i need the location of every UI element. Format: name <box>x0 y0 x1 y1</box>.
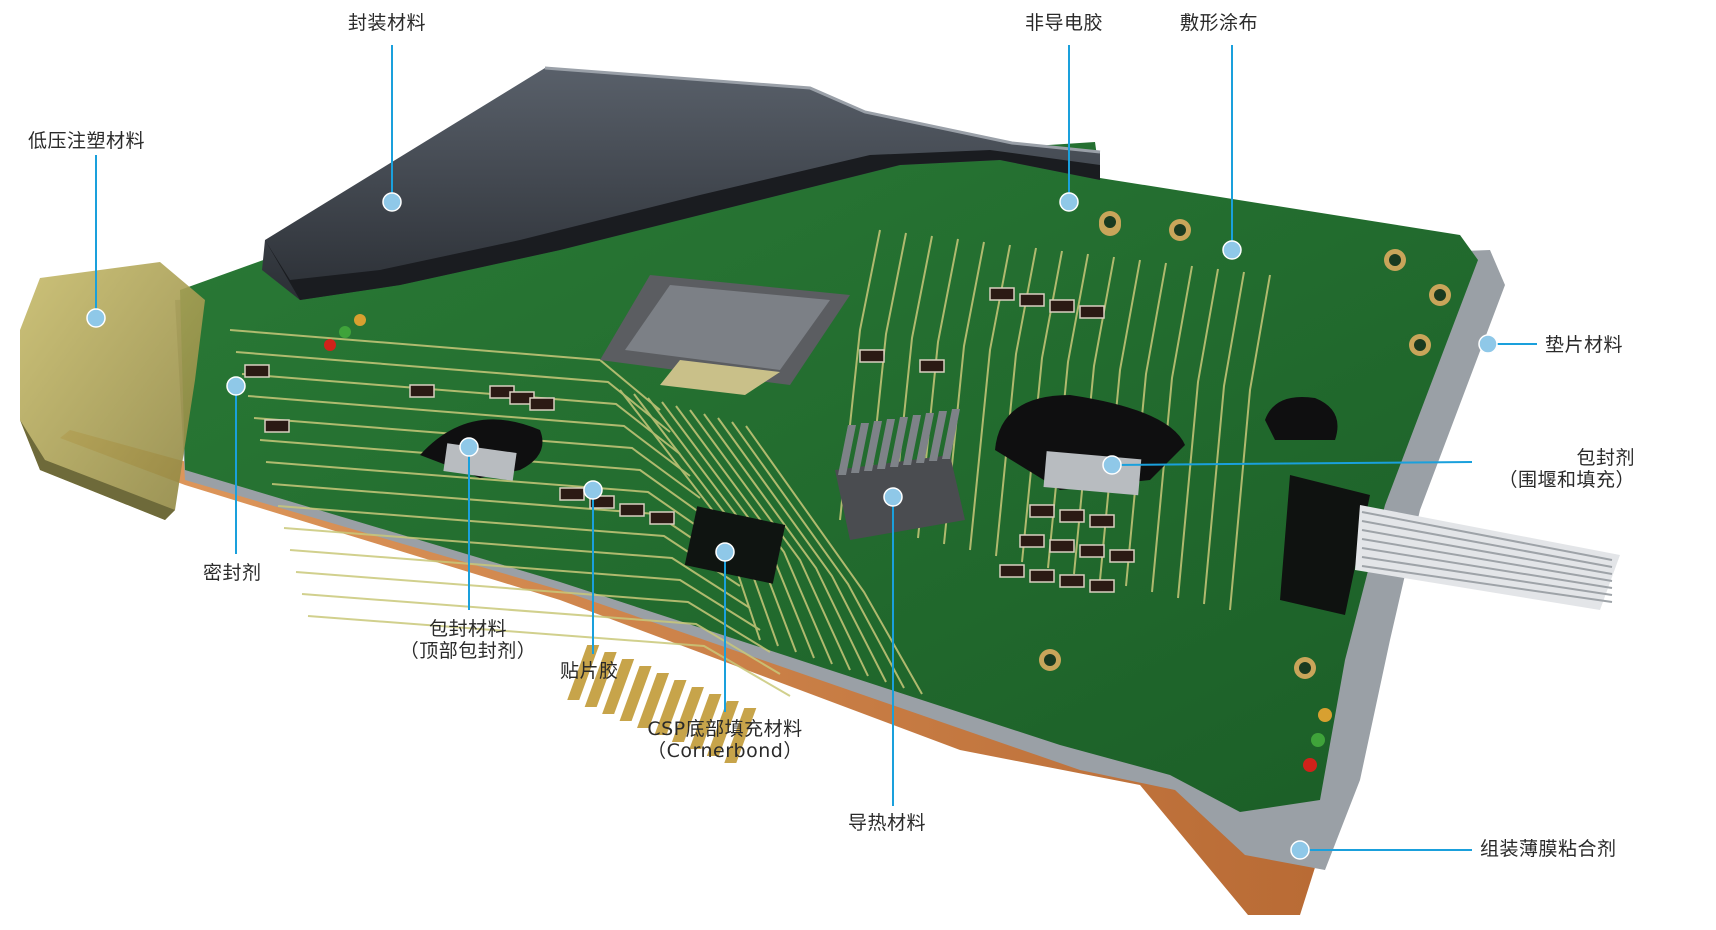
label-csp-underfill-sub: （Cornerbond） <box>647 740 803 762</box>
label-gasket: 垫片材料 <box>1545 334 1624 356</box>
pcb-board <box>180 142 1478 812</box>
label-non-conductive: 非导电胶 <box>1025 12 1104 34</box>
glob-top-small <box>1265 396 1338 440</box>
label-film-adhesive: 组装薄膜粘合剂 <box>1480 838 1617 860</box>
label-thermal: 导热材料 <box>848 812 927 834</box>
ribbon-connector <box>1280 475 1370 615</box>
label-glob-top: 包封材料 （顶部包封剂） <box>388 618 548 662</box>
label-encapsulation: 封装材料 <box>348 12 427 34</box>
label-glob-top-sub: （顶部包封剂） <box>399 640 537 662</box>
label-low-pressure: 低压注塑材料 <box>28 130 146 152</box>
label-dam-fill-main: 包封剂 <box>1576 447 1635 469</box>
label-smd-adhesive: 贴片胶 <box>560 660 619 682</box>
label-glob-top-main: 包封材料 <box>428 618 507 640</box>
label-csp-underfill-main: CSP底部填充材料 <box>647 718 803 740</box>
label-dam-fill: 包封剂 （围堰和填充） <box>1480 447 1635 491</box>
label-dispense: 敷形涂布 <box>1180 12 1259 34</box>
bga-chip <box>600 275 850 395</box>
components <box>244 211 1451 772</box>
leader-lines <box>95 45 1537 851</box>
label-sealant: 密封剂 <box>203 562 262 584</box>
edge-fingers <box>567 645 757 763</box>
label-csp-underfill: CSP底部填充材料 （Cornerbond） <box>620 718 830 762</box>
low-pressure-block <box>20 262 205 520</box>
label-dam-fill-sub: （围堰和填充） <box>1498 469 1635 491</box>
encapsulation-dome <box>262 68 1100 300</box>
csp-chip <box>684 506 786 584</box>
leader-dots <box>86 192 1498 860</box>
